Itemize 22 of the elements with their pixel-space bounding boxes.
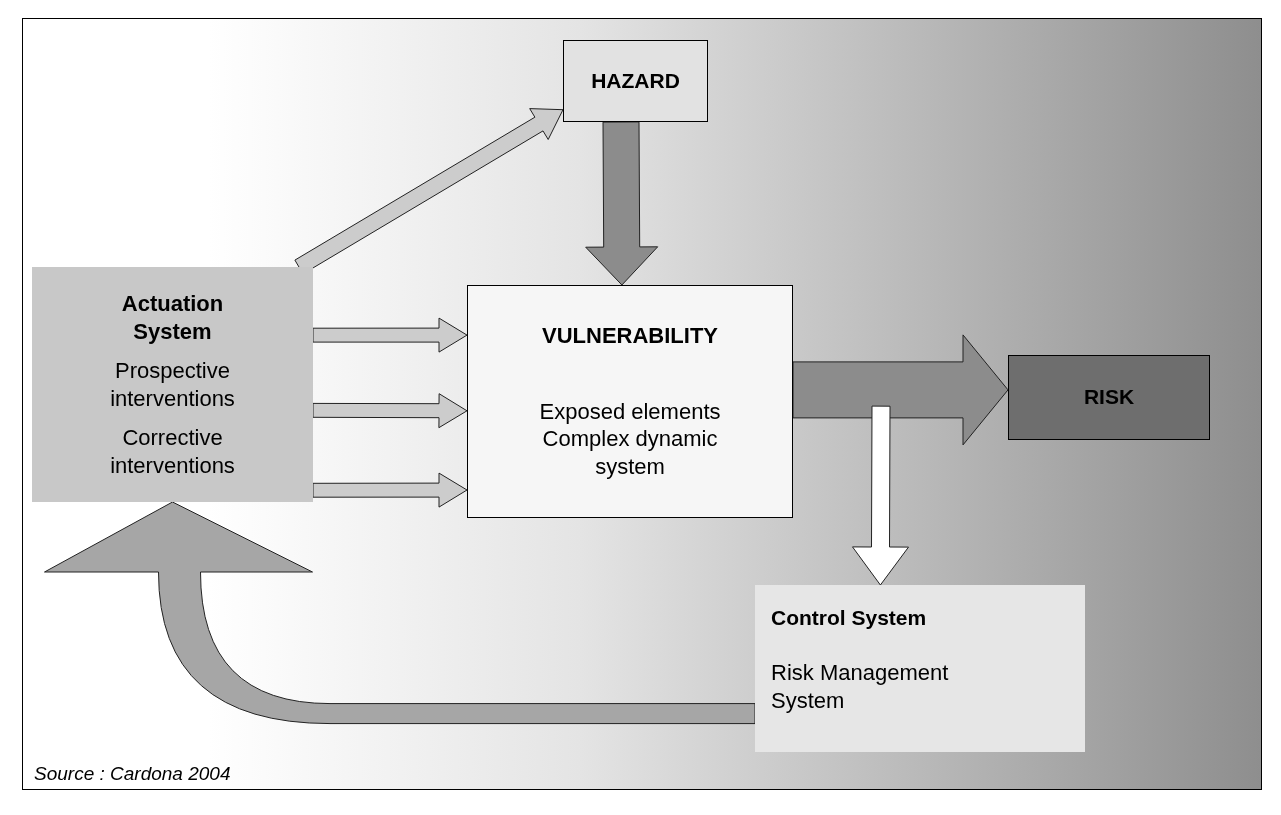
block-arrow (792, 334, 1009, 446)
box-text: Exposed elements Complex dynamic system (538, 397, 722, 480)
box-heading: Actuation System (120, 290, 225, 345)
block-arrow (44, 501, 756, 725)
box-text: Risk Management System (771, 659, 950, 715)
actuation-box (32, 267, 313, 502)
box-heading: Control System (771, 605, 927, 631)
risk-box (1008, 355, 1210, 440)
box-heading: RISK (1083, 384, 1135, 411)
box-text: Prospective interventions (109, 357, 236, 412)
block-arrow (585, 121, 659, 286)
block-arrow (852, 405, 909, 586)
block-arrow (312, 393, 468, 429)
box-heading: VULNERABILITY (542, 322, 718, 350)
vulnerability-box (467, 285, 793, 518)
control-system-box (755, 585, 1085, 752)
block-arrow (312, 472, 468, 508)
block-arrow (312, 317, 468, 353)
box-text: Corrective interventions (109, 424, 236, 479)
hazard-box (563, 40, 708, 122)
box-heading: HAZARD (591, 67, 680, 94)
source-caption: Source : Cardona 2004 (34, 762, 231, 786)
